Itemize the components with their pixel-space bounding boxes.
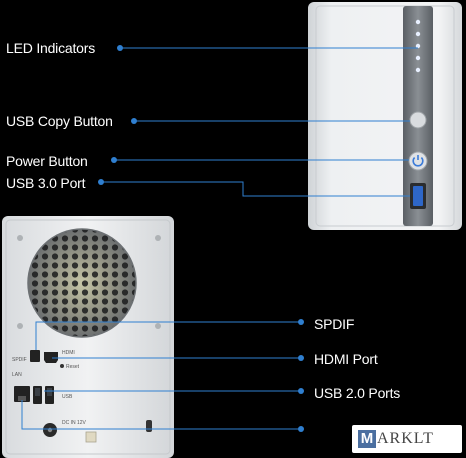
usb3-port[interactable] — [410, 183, 426, 209]
fan-grille — [27, 228, 137, 338]
power-icon — [412, 157, 424, 167]
screw-icon — [155, 323, 161, 329]
callout-usb2-ports: USB 2.0 Ports — [314, 385, 401, 401]
power-button[interactable] — [408, 151, 428, 171]
callout-dots — [98, 45, 304, 432]
screw-icon — [17, 235, 23, 241]
front-unit — [308, 2, 462, 230]
led-indicators — [415, 19, 421, 73]
dc-in-port[interactable] — [43, 423, 57, 437]
screw-icon — [155, 235, 161, 241]
rear-label-dc-in: DC IN 12V — [62, 420, 87, 426]
rear-label-reset: Reset — [66, 364, 80, 370]
rear-label-usb: USB — [62, 394, 73, 400]
rear-label-lan: LAN — [12, 372, 22, 378]
led-5 — [415, 67, 421, 73]
led-3 — [415, 43, 421, 49]
callout-usb-copy-button: USB Copy Button — [6, 113, 113, 129]
led-1 — [415, 19, 421, 25]
lan-port[interactable] — [14, 386, 30, 402]
callout-usb3-port: USB 3.0 Port — [6, 175, 86, 191]
led-2 — [415, 31, 421, 37]
rear-label-spdif: SPDIF — [12, 357, 27, 363]
callout-spdif: SPDIF — [314, 316, 355, 332]
led-4 — [415, 55, 421, 61]
reset-button[interactable] — [60, 364, 64, 368]
callout-led-indicators: LED Indicators — [6, 40, 96, 56]
rear-label-hdmi: HDMI — [62, 350, 75, 356]
usb-copy-button[interactable] — [409, 111, 427, 129]
usb2-ports[interactable] — [33, 386, 54, 404]
screw-icon — [17, 323, 23, 329]
kensington-slot — [146, 420, 152, 432]
spdif-port[interactable] — [30, 350, 40, 362]
rear-unit: SPDIF HDMI Reset LAN USB DC IN 12V — [2, 216, 174, 458]
callout-power-button: Power Button — [6, 153, 88, 169]
callout-lines — [21, 47, 418, 430]
power-cord-clip — [85, 431, 97, 443]
watermark-text: ARKLT — [377, 430, 434, 447]
hdmi-port[interactable] — [44, 352, 58, 363]
callout-hdmi-port: HDMI Port — [314, 351, 378, 367]
watermark-first-letter: M — [358, 430, 376, 448]
